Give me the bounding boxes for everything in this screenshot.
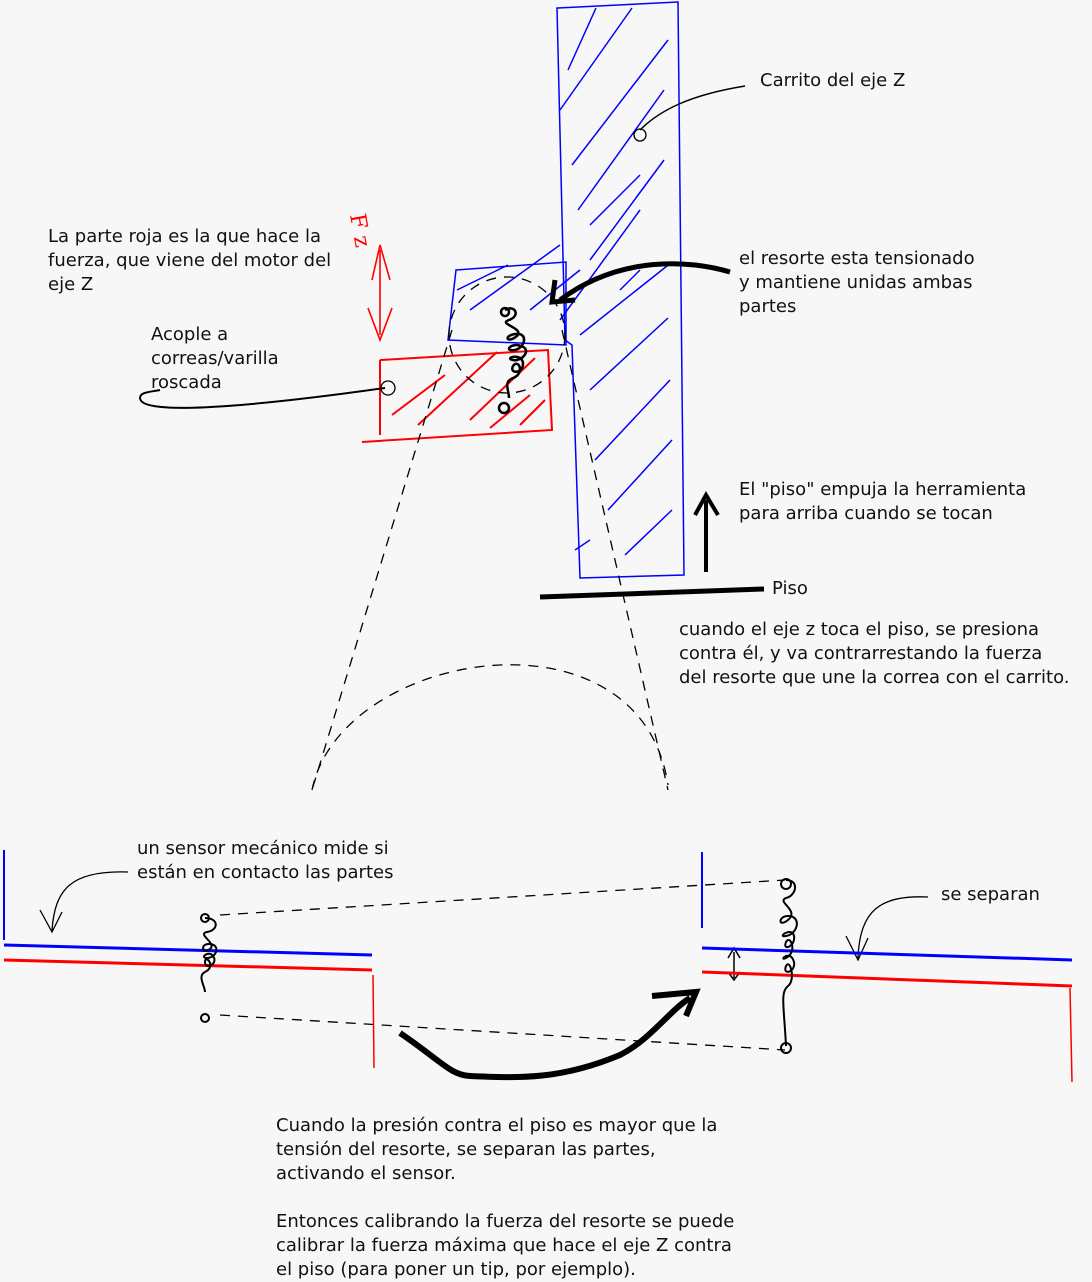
label-acople: Acople a correas/varilla roscada [151,324,279,393]
z-carriage [447,1,685,579]
detail-separated [701,852,1073,1083]
pointer-lines [39,85,929,1081]
label-cuando-toca: cuando el eje z toca el piso, se presion… [679,619,1070,688]
label-piso-empuja: El "piso" empuja la herramienta para arr… [739,479,1027,524]
label-piso: Piso [772,578,808,599]
force-symbol: F z [344,212,374,250]
label-se-separan: se separan [941,884,1040,905]
label-resorte: el resorte esta tensionado y mantiene un… [739,248,975,317]
label-presion: Cuando la presión contra el piso es mayo… [276,1115,718,1184]
label-parte-roja: La parte roja es la que hace la fuerza, … [48,226,332,295]
label-sensor: un sensor mecánico mide si están en cont… [137,838,394,883]
red-coupling: F z [344,212,554,443]
label-calibrando: Entonces calibrando la fuerza del resort… [276,1211,735,1280]
detail-contact [3,850,375,1069]
label-carrito: Carrito del eje Z [760,70,906,91]
magnification-lines [219,276,786,1051]
spring [497,306,528,415]
